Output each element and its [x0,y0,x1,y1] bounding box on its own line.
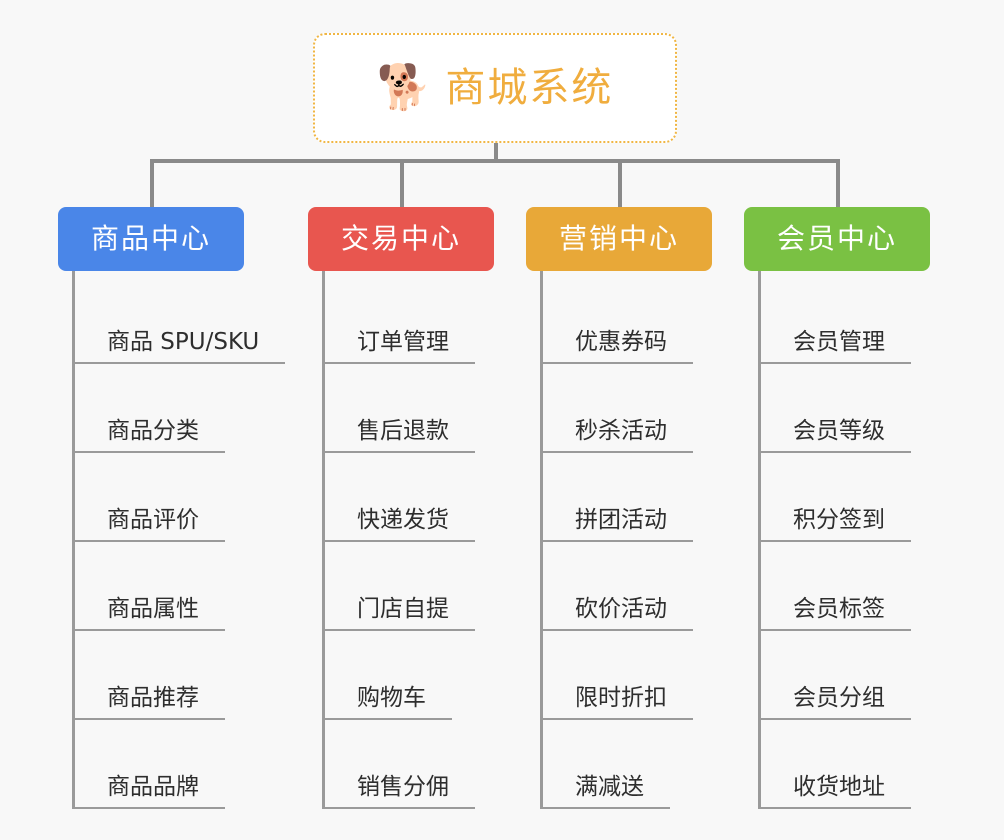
leaf-label: 销售分佣 [325,774,475,809]
branch-header-product-center[interactable]: 商品中心 [58,207,244,271]
leaf-list: 订单管理 售后退款 快递发货 门店自提 购物车 销售分佣 [322,271,528,809]
leaf-label: 快递发货 [325,507,475,542]
list-item[interactable]: 门店自提 [325,542,528,631]
list-item[interactable]: 商品推荐 [75,631,288,720]
branch-header-marketing-center[interactable]: 营销中心 [526,207,712,271]
list-item[interactable]: 会员等级 [761,364,964,453]
root-node[interactable]: 🐕 商城系统 [313,33,677,143]
branch-title: 商品中心 [90,222,211,255]
connector-drop-2 [400,161,404,207]
branch-header-member-center[interactable]: 会员中心 [744,207,930,271]
leaf-list: 会员管理 会员等级 积分签到 会员标签 会员分组 收货地址 [758,271,964,809]
list-item[interactable]: 订单管理 [325,275,528,364]
connector-drop-1 [150,161,154,207]
leaf-label: 砍价活动 [543,596,693,631]
list-item[interactable]: 商品评价 [75,453,288,542]
list-item[interactable]: 砍价活动 [543,542,746,631]
branch-title: 交易中心 [340,222,461,255]
list-item[interactable]: 商品属性 [75,542,288,631]
leaf-label: 优惠券码 [543,329,693,364]
leaf-label: 会员等级 [761,418,911,453]
leaf-label: 积分签到 [761,507,911,542]
connector-drop-4 [836,161,840,207]
list-item[interactable]: 售后退款 [325,364,528,453]
connector-horizontal-rail [150,159,840,163]
leaf-label: 满减送 [543,774,670,809]
list-item[interactable]: 商品品牌 [75,720,288,809]
leaf-label: 商品评价 [75,507,225,542]
leaf-label: 商品属性 [75,596,225,631]
branch-title: 会员中心 [776,222,897,255]
list-item[interactable]: 会员管理 [761,275,964,364]
shiba-dog-face-icon: 🐕 [376,62,432,113]
connector-root-stem [494,143,498,161]
list-item[interactable]: 会员分组 [761,631,964,720]
branch-trade-center: 交易中心 订单管理 售后退款 快递发货 门店自提 购物车 销售分佣 [308,207,528,809]
branch-header-trade-center[interactable]: 交易中心 [308,207,494,271]
leaf-label: 商品分类 [75,418,225,453]
connector-drop-3 [618,161,622,207]
branch-member-center: 会员中心 会员管理 会员等级 积分签到 会员标签 会员分组 收货地址 [744,207,964,809]
branch-marketing-center: 营销中心 优惠券码 秒杀活动 拼团活动 砍价活动 限时折扣 满减送 [526,207,746,809]
leaf-label: 收货地址 [761,774,911,809]
leaf-label: 拼团活动 [543,507,693,542]
list-item[interactable]: 拼团活动 [543,453,746,542]
list-item[interactable]: 会员标签 [761,542,964,631]
list-item[interactable]: 满减送 [543,720,746,809]
leaf-label: 商品 SPU/SKU [75,329,286,364]
list-item[interactable]: 优惠券码 [543,275,746,364]
list-item[interactable]: 快递发货 [325,453,528,542]
leaf-label: 商品推荐 [75,685,225,720]
list-item[interactable]: 收货地址 [761,720,964,809]
branch-title: 营销中心 [558,222,679,255]
list-item[interactable]: 商品分类 [75,364,288,453]
list-item[interactable]: 秒杀活动 [543,364,746,453]
root-title: 商城系统 [445,65,614,111]
list-item[interactable]: 商品 SPU/SKU [75,275,288,364]
leaf-label: 售后退款 [325,418,475,453]
leaf-list: 优惠券码 秒杀活动 拼团活动 砍价活动 限时折扣 满减送 [540,271,746,809]
leaf-label: 会员管理 [761,329,911,364]
leaf-label: 会员标签 [761,596,911,631]
leaf-label: 门店自提 [325,596,475,631]
branch-product-center: 商品中心 商品 SPU/SKU 商品分类 商品评价 商品属性 商品推荐 商品品牌 [58,207,288,809]
list-item[interactable]: 销售分佣 [325,720,528,809]
leaf-label: 限时折扣 [543,685,693,720]
list-item[interactable]: 限时折扣 [543,631,746,720]
leaf-list: 商品 SPU/SKU 商品分类 商品评价 商品属性 商品推荐 商品品牌 [72,271,288,809]
leaf-label: 购物车 [325,685,452,720]
leaf-label: 会员分组 [761,685,911,720]
list-item[interactable]: 积分签到 [761,453,964,542]
leaf-label: 秒杀活动 [543,418,693,453]
list-item[interactable]: 购物车 [325,631,528,720]
leaf-label: 订单管理 [325,329,475,364]
leaf-label: 商品品牌 [75,774,225,809]
